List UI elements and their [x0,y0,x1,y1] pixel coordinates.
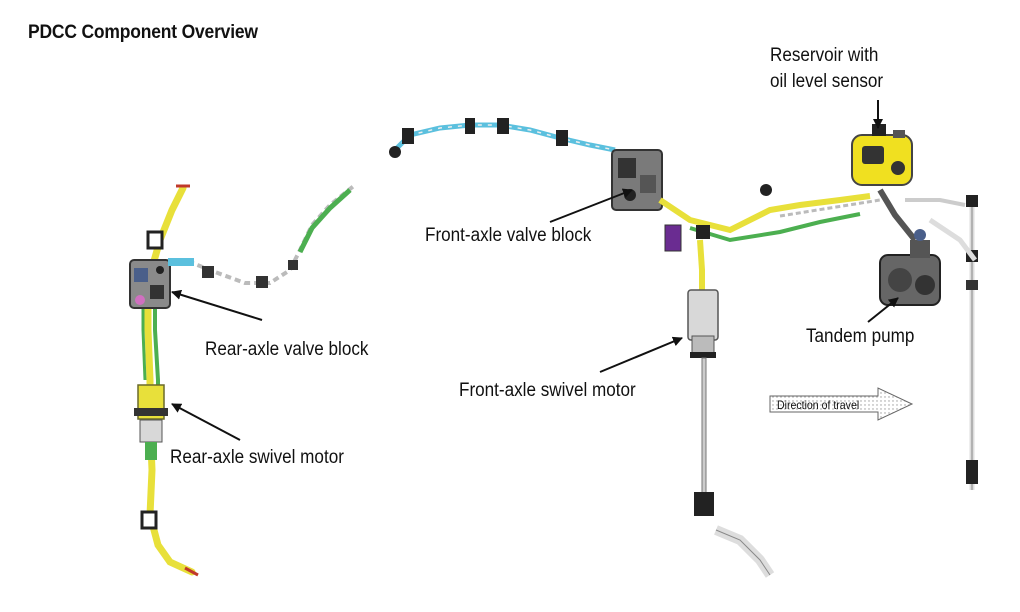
tandem-pump-part [879,229,941,306]
page-title: PDCC Component Overview [28,22,258,43]
rear-axle-valve-block-part [129,259,171,309]
front-axle-swivel-motor-part [687,289,775,578]
rear-feed-lines [168,183,357,288]
rear-axle-valve-block-label: Rear-axle valve block [205,339,369,360]
front-axle-valve-block-part [611,149,682,252]
rear-axle-swivel-motor-label: Rear-axle swivel motor [170,447,344,468]
right-lines [877,188,978,490]
direction-of-travel-arrow [769,387,914,421]
rear-swivel-motor-callout-arrow [171,403,241,441]
front-swivel-motor-callout-arrow [599,336,683,373]
front-axle-lines [658,184,881,300]
reservoir-label-line1: Reservoir with [770,45,879,66]
reservoir-part [851,124,913,186]
front-axle-swivel-motor-label: Front-axle swivel motor [459,380,636,401]
direction-of-travel-label: Direction of travel [777,398,860,412]
front-valve-block-callout-arrow [549,188,633,223]
tandem-pump-label: Tandem pump [806,326,915,347]
rear-valve-block-callout-arrow [171,289,263,321]
front-axle-valve-block-label: Front-axle valve block [425,225,592,246]
callout-arrows [171,100,899,441]
reservoir-label-line2: oil level sensor [770,71,884,92]
top-supply-line [389,118,616,158]
rear-axle-swivel-motor-part [134,384,168,460]
tandem-pump-callout-arrow [867,297,899,323]
rear-axle-assembly [140,184,199,577]
